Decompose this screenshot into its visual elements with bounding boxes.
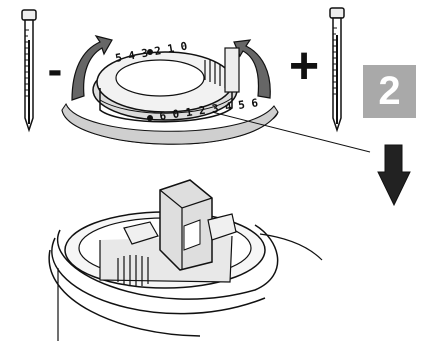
cable [259,233,323,261]
rotate-right-arrow-icon [233,39,271,99]
rotate-left-arrow-icon [71,35,113,101]
step-badge: 2 [363,65,416,118]
dial-ring: 6 0 1 2 3 4 5 6 5 4 3 2 1 0 [92,40,259,123]
thermometer-right-icon [329,7,345,133]
thermometer-left-icon [21,9,37,133]
ring-tab [224,47,240,93]
increase-label: + [288,37,320,95]
leader-line [211,111,371,153]
gear-teeth [117,255,149,286]
decrease-label: - [47,45,63,94]
base-assembly [48,179,323,341]
rotation-band [61,102,279,145]
down-arrow-icon [377,144,411,207]
step-number: 2 [378,69,401,113]
